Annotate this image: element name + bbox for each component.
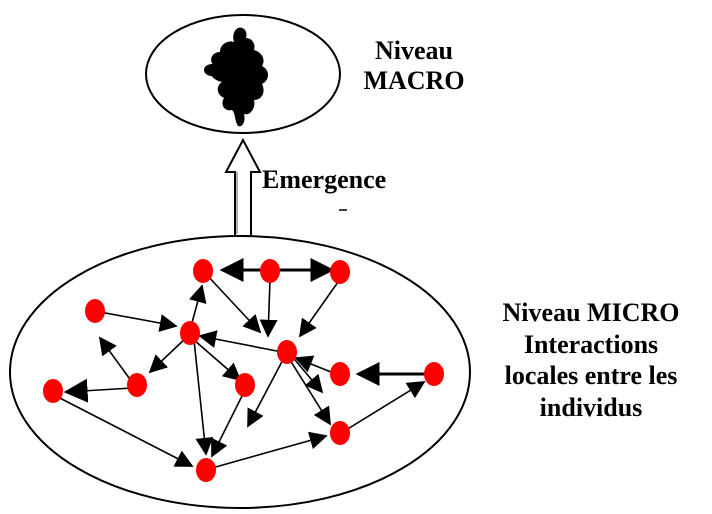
edge-arrow: [193, 339, 214, 456]
micro-label-line4: individus: [539, 393, 643, 423]
agent-node: [330, 362, 350, 386]
agent-node: [43, 379, 63, 403]
macro-label-line1: Niveau: [375, 36, 453, 65]
agent-node: [127, 373, 147, 397]
micro-label-line3: locales entre les: [504, 361, 678, 391]
edge-arrow: [345, 381, 426, 431]
edge-arrow: [294, 355, 337, 375]
agent-node: [260, 259, 280, 283]
emergence-label: Emergence: [262, 165, 387, 194]
agent-node: [180, 321, 200, 345]
edge-arrow: [211, 431, 328, 469]
agent-node: [424, 362, 444, 386]
edge-arrow: [247, 353, 287, 428]
edge-arrow: [148, 335, 189, 374]
macro-level-label: Niveau MACRO: [356, 36, 472, 96]
micro-level-label: Niveau MICRO Interactions locales entre …: [470, 297, 712, 424]
macro-blob-shape: [204, 27, 268, 127]
micro-label-line1: Niveau MICRO: [502, 298, 680, 327]
emergence-arrow: [224, 137, 262, 237]
edge-arrow: [259, 279, 278, 338]
edge-arrow: [98, 336, 133, 383]
edge-arrow: [63, 378, 133, 403]
agent-node: [85, 299, 105, 323]
agent-node: [196, 458, 216, 482]
agent-node: [277, 340, 297, 364]
edge-arrow: [51, 393, 194, 467]
edge-arrow: [211, 391, 245, 458]
macro-label-line2: MACRO: [363, 65, 465, 95]
edge-arrow: [99, 311, 178, 332]
edge-arrow: [193, 339, 242, 382]
agent-node: [330, 421, 350, 445]
agent-node: [193, 259, 213, 283]
agent-node: [330, 260, 350, 284]
edge-arrow: [204, 272, 262, 334]
micro-label-line2: Interactions: [523, 329, 659, 359]
micro-level-ellipse: [9, 235, 471, 509]
agent-nodes: [43, 259, 444, 482]
edge-arrow: [198, 330, 283, 353]
agent-node: [235, 373, 255, 397]
edge-arrow: [289, 353, 324, 394]
edge-arrow: [298, 281, 339, 338]
interaction-edges: [51, 258, 428, 469]
